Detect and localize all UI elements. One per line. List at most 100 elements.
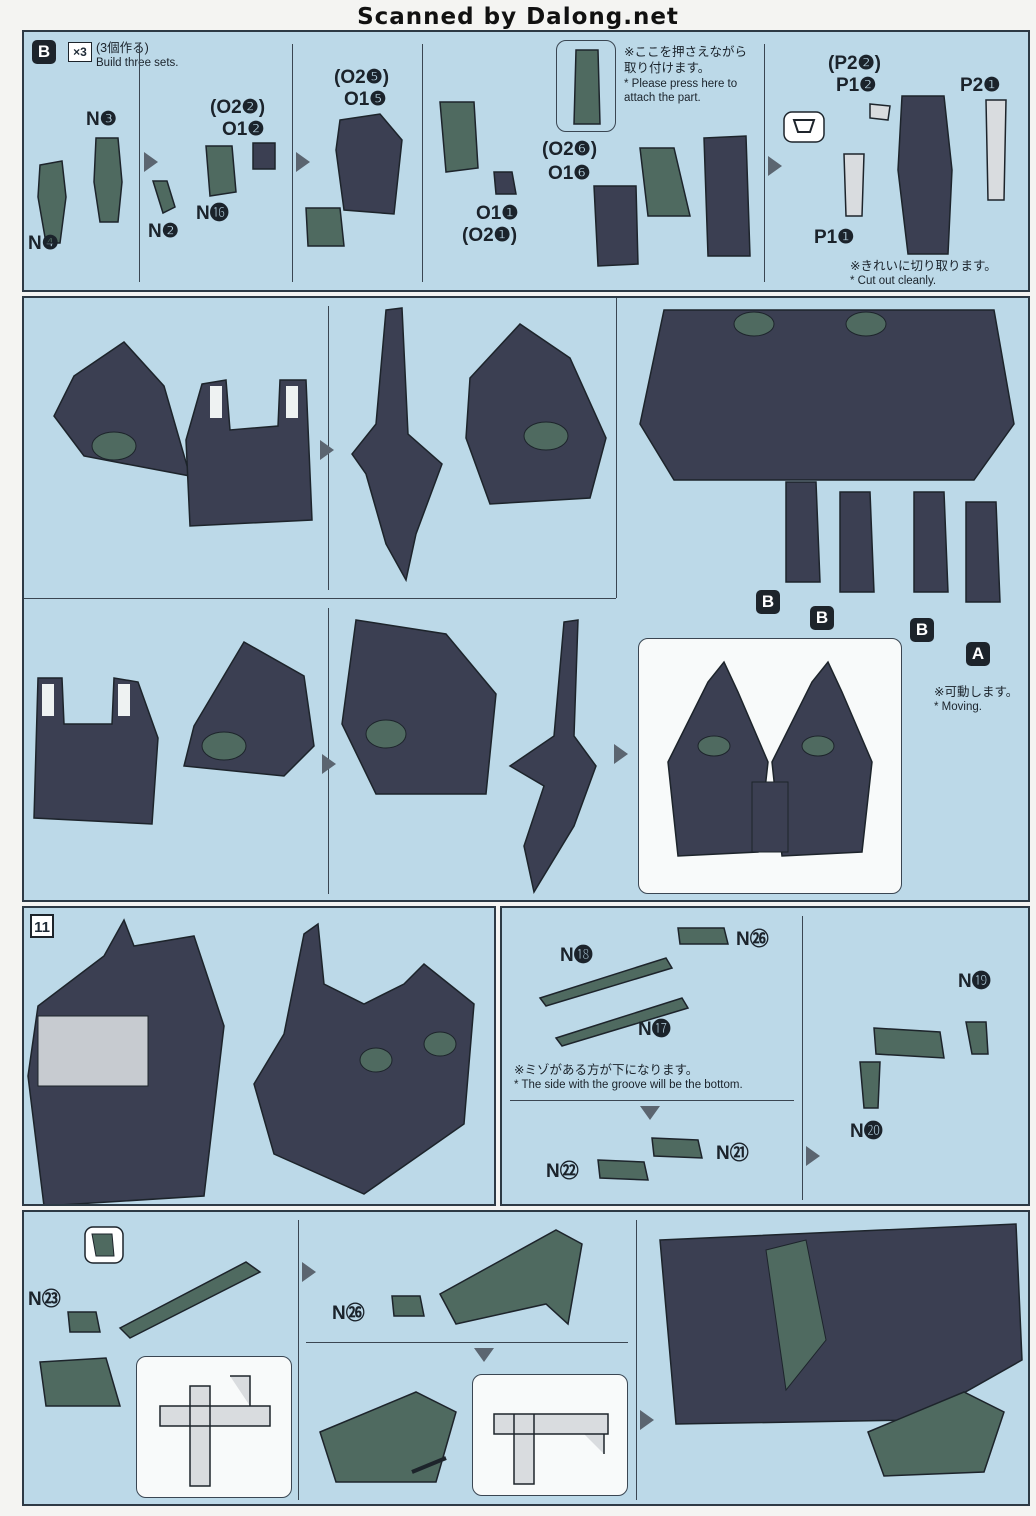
front-armor-piece bbox=[53, 341, 192, 477]
gun-barrel bbox=[118, 1261, 262, 1339]
finger-label-b-1: B bbox=[756, 590, 780, 614]
finger-b-2 bbox=[839, 491, 875, 593]
part-n23 bbox=[67, 1311, 101, 1333]
step-arrow bbox=[302, 1262, 316, 1282]
skirt-assembly-attach bbox=[253, 922, 475, 1195]
mobile-suit-side-attach bbox=[659, 1223, 1023, 1425]
panel-gun-parts: N⓲ N㉖ N⓱ ※ミゾがある方が下になります。 * The side with… bbox=[500, 906, 1030, 1206]
reference-diagram-2 bbox=[493, 1413, 609, 1485]
label-o15: O1❺ bbox=[344, 89, 387, 110]
step-arrow bbox=[296, 152, 310, 172]
press-detail-part bbox=[573, 49, 601, 125]
step-arrow bbox=[768, 156, 782, 176]
label-n26-bottom: N㉖ bbox=[332, 1303, 365, 1324]
label-n20: N⓴ bbox=[850, 1121, 883, 1142]
label-n4: N❹ bbox=[28, 233, 59, 254]
label-n22: N㉒ bbox=[546, 1161, 579, 1182]
mobile-suit-torso bbox=[27, 918, 225, 1204]
frame-part bbox=[305, 207, 345, 247]
leg-armor bbox=[703, 135, 751, 257]
cut-note-jp: ※きれいに切り取ります。 bbox=[850, 259, 997, 273]
build-three-note: (3個作る) Build three sets. bbox=[96, 40, 178, 71]
cut-icon bbox=[783, 111, 825, 143]
finger-b-3 bbox=[913, 491, 949, 593]
part-n19 bbox=[873, 1027, 945, 1059]
groove-note: ※ミゾがある方が下になります。 * The side with the groo… bbox=[514, 1062, 743, 1093]
panel-gun-assembly: N㉓ N㉖ bbox=[22, 1210, 1030, 1506]
gun-grip bbox=[39, 1357, 121, 1407]
part-n21 bbox=[651, 1137, 703, 1159]
armor-p21 bbox=[985, 99, 1007, 201]
reference-box-1 bbox=[136, 1356, 292, 1498]
cut-note-en: * Cut out cleanly. bbox=[850, 275, 937, 288]
step-arrow bbox=[320, 440, 334, 460]
side-skirt bbox=[351, 307, 443, 583]
label-n17: N⓱ bbox=[638, 1019, 671, 1040]
part-n16 bbox=[205, 145, 237, 197]
finger-label-b-3: B bbox=[910, 618, 934, 642]
step-arrow bbox=[640, 1410, 654, 1430]
groove-note-jp: ※ミゾがある方が下になります。 bbox=[514, 1063, 699, 1077]
leg-assembly bbox=[439, 101, 479, 173]
gun-final bbox=[867, 1391, 1005, 1477]
step-arrow-down bbox=[474, 1348, 494, 1362]
step-arrow bbox=[322, 754, 336, 774]
section-b-badge: B bbox=[32, 40, 56, 64]
part-n18 bbox=[538, 957, 674, 1007]
armor-p12 bbox=[869, 103, 891, 121]
label-o26: (O2❻) bbox=[542, 139, 598, 160]
groove-note-en: * The side with the groove will be the b… bbox=[514, 1079, 743, 1092]
finger-label-a: A bbox=[966, 642, 990, 666]
label-n23: N㉓ bbox=[28, 1289, 61, 1310]
finger-b-1 bbox=[785, 481, 821, 583]
leg-upper bbox=[639, 147, 691, 217]
label-o12: O1❷ bbox=[222, 119, 265, 140]
waist-frame bbox=[185, 379, 313, 527]
label-p12: P1❷ bbox=[836, 75, 877, 96]
shin-armor-o16 bbox=[593, 185, 639, 267]
completed-skirt bbox=[667, 660, 873, 857]
part-n26 bbox=[677, 927, 729, 945]
multiplier-badge: ×3 bbox=[68, 42, 92, 62]
label-n16: N⓰ bbox=[196, 203, 229, 224]
build-three-jp: (3個作る) bbox=[96, 41, 149, 55]
part-o11 bbox=[493, 171, 517, 195]
press-note-jp: ※ここを押さえながら取り付けます。 bbox=[624, 45, 747, 76]
part-n19-hook bbox=[965, 1021, 989, 1055]
moving-note-jp: ※可動します。 bbox=[934, 685, 1019, 699]
label-p22: (P2❷) bbox=[828, 53, 881, 74]
panel-section-b: B ×3 (3個作る) Build three sets. N❸ N❹ (O2❷… bbox=[22, 30, 1030, 292]
panel-leg-assembly: B B B A ※可動します。 * Moving. bbox=[22, 296, 1030, 902]
moving-note: ※可動します。 * Moving. bbox=[934, 684, 1018, 715]
label-n3: N❸ bbox=[86, 109, 117, 130]
step-arrow bbox=[806, 1146, 820, 1166]
label-p21: P2❶ bbox=[960, 75, 1001, 96]
hip-assembly bbox=[465, 323, 607, 505]
press-note: ※ここを押さえながら取り付けます。 * Please press here to… bbox=[624, 44, 758, 106]
waist-frame-mirror bbox=[33, 677, 159, 825]
label-o22: (O2❷) bbox=[210, 97, 266, 118]
label-n21: N㉑ bbox=[716, 1143, 749, 1164]
build-three-en: Build three sets. bbox=[96, 57, 179, 70]
finger-label-b-2: B bbox=[810, 606, 834, 630]
callout-detail bbox=[84, 1226, 124, 1264]
gun-body bbox=[438, 1229, 583, 1326]
label-n18: N⓲ bbox=[560, 945, 593, 966]
watermark: Scanned by Dalong.net bbox=[357, 4, 679, 30]
step-arrow bbox=[614, 744, 628, 764]
reference-diagram-1 bbox=[159, 1375, 271, 1487]
step-arrow-down bbox=[640, 1106, 660, 1120]
label-n2: N❷ bbox=[148, 221, 179, 242]
armor-p11 bbox=[843, 153, 865, 217]
label-o16: O1❻ bbox=[548, 163, 591, 184]
part-o12 bbox=[252, 142, 276, 170]
part-n20 bbox=[859, 1061, 881, 1109]
label-p11: P1❶ bbox=[814, 227, 855, 248]
moving-note-en: * Moving. bbox=[934, 701, 982, 714]
label-o25: (O2❺) bbox=[334, 67, 390, 88]
label-n26: N㉖ bbox=[736, 929, 769, 950]
armor-o15 bbox=[335, 113, 403, 215]
side-skirt-mirror bbox=[508, 619, 597, 894]
leg-part-n3 bbox=[93, 137, 123, 223]
panel-step-11: 11 bbox=[22, 906, 496, 1206]
